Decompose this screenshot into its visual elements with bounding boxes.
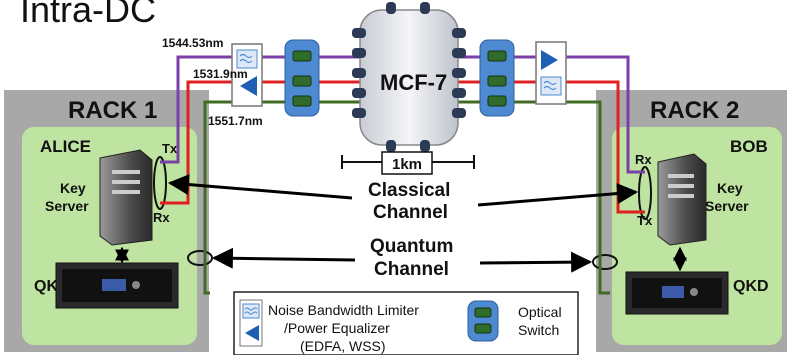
- rack-1-server-label-1: Key: [60, 180, 86, 196]
- rack-2-qkd-ring: [592, 254, 618, 270]
- wavelength-red: 1531.9nm: [193, 67, 248, 81]
- legend-item2-line2: Switch: [518, 322, 559, 338]
- rack-1-rx-label: Rx: [153, 210, 170, 225]
- rack-2-server-label-2: Server: [705, 198, 749, 214]
- quantum-channel-label-2: Channel: [374, 259, 449, 280]
- classical-arrow-left: [167, 174, 353, 200]
- alice-label: ALICE: [40, 137, 91, 156]
- legend-noise-limiter-icon: [239, 299, 263, 347]
- classical-arrow-right: [477, 183, 639, 207]
- rack-1-server-label-2: Server: [45, 198, 89, 214]
- classical-channel-label-2: Channel: [373, 202, 448, 223]
- classical-channel-label-1: Classical: [368, 180, 450, 201]
- left-optical-switch: [284, 39, 320, 117]
- right-optical-switch: [479, 39, 515, 117]
- rack-2-rx-label: Rx: [635, 152, 652, 167]
- quantum-arrow-left: [211, 247, 356, 269]
- rack-1-tx-label: Tx: [162, 141, 178, 156]
- legend: Noise Bandwidth Limiter /Power Equalizer…: [233, 291, 579, 355]
- length-label: 1km: [392, 156, 422, 173]
- equalizer-right-icon: [541, 50, 558, 70]
- mcf7-fiber-spool: MCF-7: [352, 2, 466, 152]
- quantum-channel-label-1: Quantum: [370, 236, 453, 257]
- legend-item1-line1: Noise Bandwidth Limiter: [268, 302, 419, 318]
- rack-1: RACK 1 ALICE Key Server Tx Rx QKD: [4, 90, 213, 352]
- legend-optical-switch-icon: [467, 300, 499, 342]
- rack-2-server-label-1: Key: [717, 180, 743, 196]
- rack-1-key-server-icon: [99, 149, 153, 246]
- length-scale: 1km: [341, 151, 475, 175]
- rack-1-label: RACK 1: [68, 97, 157, 124]
- equalizer-left-icon: [240, 76, 257, 96]
- rack-2-tx-rx-ring: [638, 166, 652, 220]
- left-noise-limiter-box: [231, 43, 263, 107]
- rack-2-key-server-icon: [657, 153, 707, 246]
- legend-item1-line2: /Power Equalizer: [284, 320, 390, 336]
- page-title: Intra-DC: [20, 0, 156, 30]
- quantum-arrow-right: [479, 251, 593, 273]
- rack-2-qkd-device-icon: [625, 271, 729, 315]
- rack-2: RACK 2 BOB Key Server Rx Tx QKD: [592, 90, 787, 352]
- rack-2-tx-label: Tx: [637, 213, 653, 228]
- mcf7-label: MCF-7: [380, 70, 447, 95]
- rack-2-qkd-label: QKD: [733, 278, 769, 295]
- legend-item1-line3: (EDFA, WSS): [300, 338, 386, 354]
- rack-2-label: RACK 2: [650, 97, 739, 124]
- wavelength-purple: 1544.53nm: [162, 36, 223, 50]
- wavelength-green: 1551.7nm: [208, 114, 263, 128]
- bob-label: BOB: [730, 137, 768, 156]
- legend-item2-line1: Optical: [518, 304, 562, 320]
- right-noise-limiter-box: [535, 41, 567, 105]
- rack-1-tx-rx-ring: [153, 156, 167, 210]
- rack-1-qkd-device-icon: [55, 262, 179, 309]
